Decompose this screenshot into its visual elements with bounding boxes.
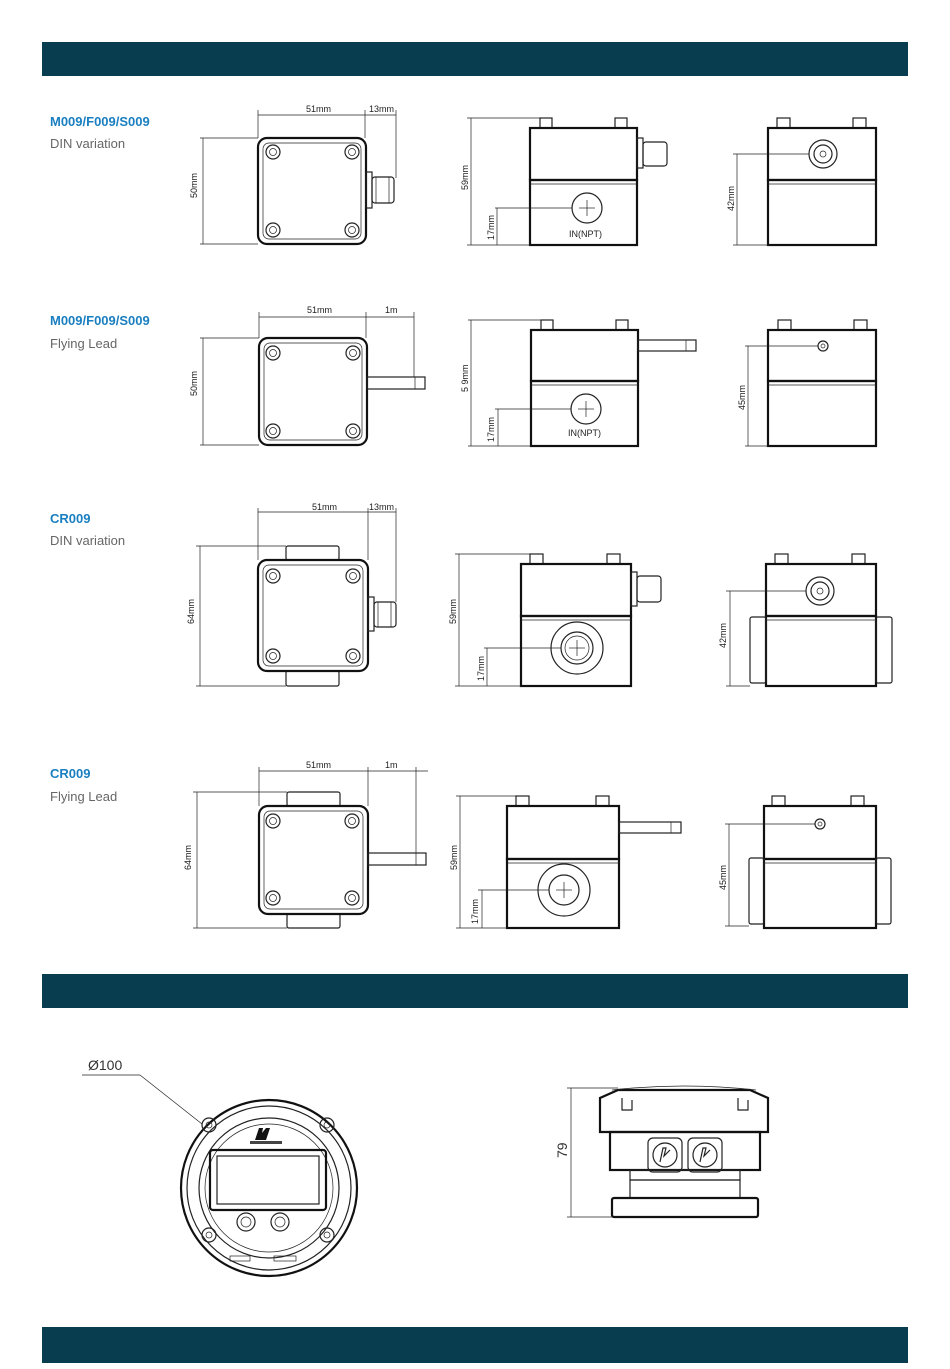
row2-end-height-label: 45mm — [737, 385, 747, 410]
row2-top-lead-label: 1m — [385, 305, 398, 315]
row3-top-view — [196, 508, 396, 686]
row3-side-port-height-label: 17mm — [476, 656, 486, 681]
row1-inlet-label: IN(NPT) — [569, 229, 602, 239]
row1-top-connector-label: 13mm — [369, 104, 394, 114]
row1-top-height-label: 50mm — [189, 173, 199, 198]
row3-side-height-label: 59mm — [448, 599, 458, 624]
row4-side-port-height-label: 17mm — [470, 899, 480, 924]
row4-end-height-label: 45mm — [718, 865, 728, 890]
row1-top-view — [200, 110, 396, 244]
row2-side-height-label: 5 9mm — [460, 364, 470, 392]
row2-inlet-label: IN(NPT) — [568, 428, 601, 438]
display-height-label: 79 — [554, 1142, 570, 1158]
row2-side-port-height-label: 17mm — [486, 417, 496, 442]
row2-top-height-label: 50mm — [189, 371, 199, 396]
row1-side-view — [467, 118, 667, 245]
display-side-view — [567, 1086, 768, 1217]
display-diameter-label: Ø100 — [88, 1057, 122, 1073]
row2-top-view — [200, 312, 425, 445]
row1-top-width-label: 51mm — [306, 104, 331, 114]
row4-top-lead-label: 1m — [385, 760, 398, 770]
row1-end-height-label: 42mm — [726, 186, 736, 211]
row3-end-height-label: 42mm — [718, 623, 728, 648]
row1-end-view — [733, 118, 876, 245]
row3-top-connector-label: 13mm — [369, 502, 394, 512]
row3-top-width-label: 51mm — [312, 502, 337, 512]
row3-top-height-label: 64mm — [186, 599, 196, 624]
row4-end-view — [725, 796, 891, 928]
row2-end-view — [745, 320, 876, 446]
row4-side-view — [456, 796, 681, 928]
row4-side-height-label: 59mm — [449, 845, 459, 870]
row4-top-height-label: 64mm — [183, 845, 193, 870]
display-front-view — [82, 1075, 357, 1276]
row1-side-port-height-label: 17mm — [486, 215, 496, 240]
row2-top-width-label: 51mm — [307, 305, 332, 315]
row4-top-width-label: 51mm — [306, 760, 331, 770]
row4-top-view — [193, 767, 428, 928]
row1-side-height-label: 59mm — [460, 165, 470, 190]
row3-end-view — [726, 554, 892, 686]
